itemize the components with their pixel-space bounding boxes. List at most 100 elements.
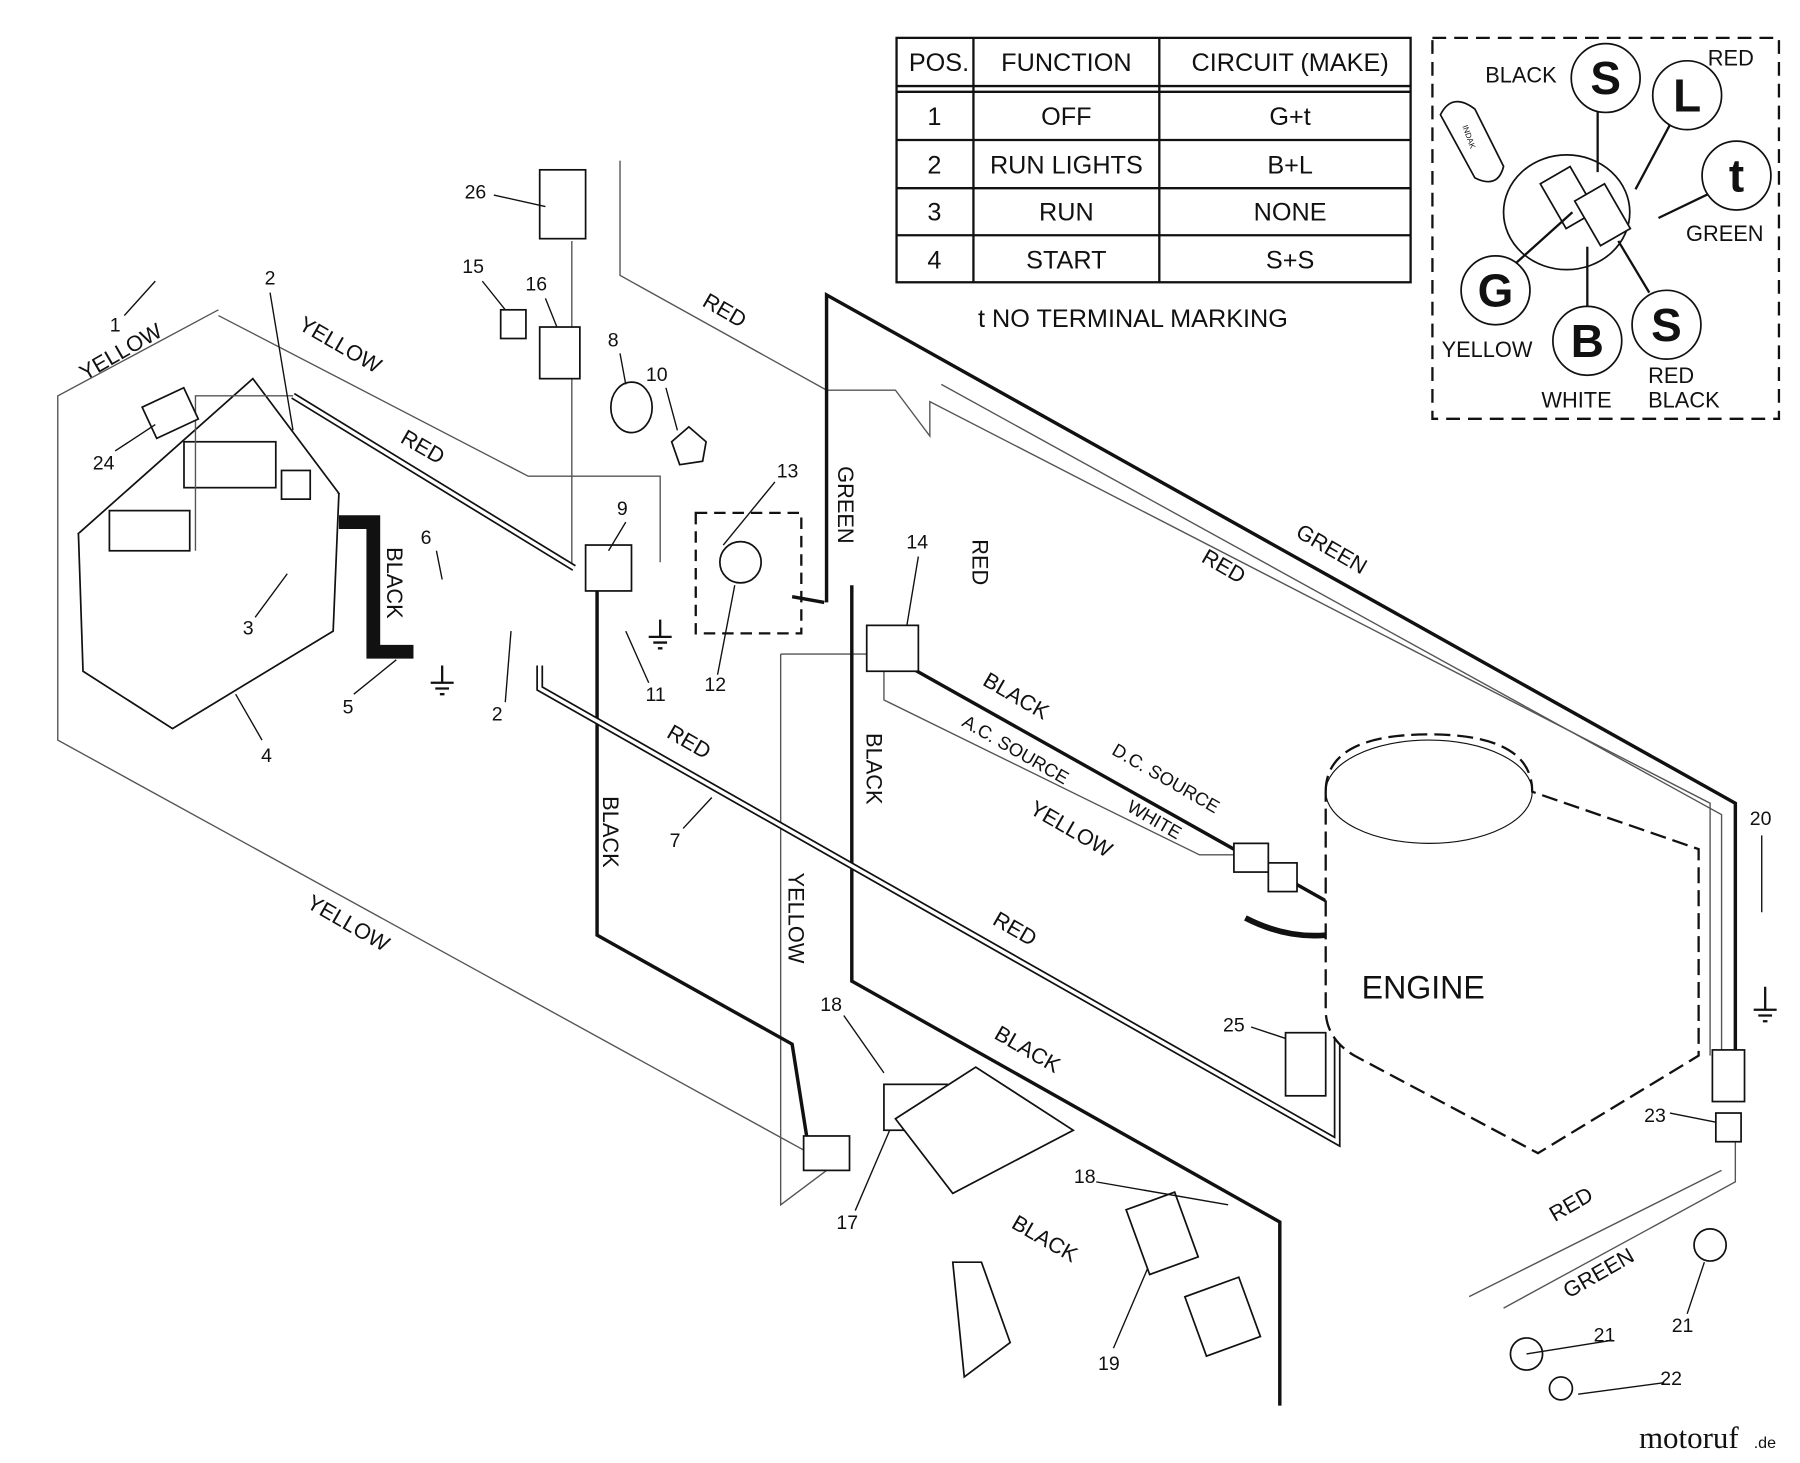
inset-label: GREEN	[1686, 221, 1764, 246]
connector-19	[1183, 1276, 1262, 1358]
callout: 8	[608, 330, 619, 352]
callout: 7	[670, 830, 681, 852]
inset-label: BLACK	[1485, 63, 1557, 88]
terminal-cover-24	[141, 386, 200, 440]
wire-label: YELLOW	[295, 311, 387, 378]
callout: 14	[906, 531, 928, 553]
watermark-suffix: .de	[1754, 1434, 1776, 1452]
header-function: FUNCTION	[1001, 49, 1131, 77]
header-pos: POS.	[909, 49, 969, 77]
wire-label: BLACK	[1008, 1210, 1083, 1268]
table-cell: 3	[927, 198, 941, 226]
bulb-22	[1548, 1376, 1574, 1401]
switch-function-table	[895, 36, 1412, 284]
terminal-l: L	[1673, 69, 1701, 121]
table-cell: RUN LIGHTS	[990, 151, 1143, 179]
callout: 6	[421, 527, 432, 549]
callout: 13	[777, 460, 799, 482]
leader-lines	[114, 194, 1763, 1395]
inset-label: WHITE	[1541, 387, 1611, 412]
watermark-logo: motoruf .de	[1639, 1420, 1776, 1455]
engine-label: ENGINE	[1362, 969, 1485, 1005]
callout: 22	[1660, 1368, 1682, 1390]
table-cell: NONE	[1254, 198, 1327, 226]
callout: 2	[265, 268, 276, 290]
callout: 10	[646, 364, 668, 386]
connector-dc	[1233, 842, 1270, 873]
table-cell: 4	[927, 247, 941, 275]
connector-dc2	[1267, 862, 1298, 893]
wire-label: D.C. SOURCE	[1109, 739, 1224, 817]
switch-19	[1125, 1191, 1200, 1276]
engine: ENGINE	[1324, 733, 1700, 1155]
callouts: 1 2 24 3 4 5 6 2 9 11 26 15 16 8 10 13 1…	[93, 182, 1772, 1390]
ignition-switch-inset: S L t G B S BLACK RED GREEN YELLOW WHITE…	[1431, 36, 1781, 420]
wire-label: YELLOW	[75, 318, 167, 385]
wire-label: BLACK	[598, 796, 623, 868]
wire-label: BLACK	[979, 667, 1054, 725]
ignition-switch-12	[694, 511, 803, 635]
callout: 2	[492, 704, 503, 726]
fuse-15	[499, 308, 527, 340]
callout: 17	[836, 1212, 858, 1234]
plug-26	[538, 168, 587, 240]
bezel-8	[609, 381, 654, 434]
connector-20	[1711, 1049, 1746, 1103]
callout: 11	[645, 684, 665, 706]
ground-symbols	[430, 619, 1777, 1023]
callout: 5	[343, 697, 354, 719]
table-cell: OFF	[1041, 103, 1091, 131]
callout: 19	[1098, 1353, 1120, 1375]
terminal-bolt	[280, 469, 312, 501]
wires	[57, 160, 1738, 1406]
terminal-b: B	[1571, 315, 1604, 367]
pedal-bracket	[951, 1261, 1012, 1379]
fuse-holder-16	[538, 326, 581, 380]
header-circuit: CIRCUIT (MAKE)	[1192, 49, 1389, 77]
watermark-main: motoruf	[1639, 1420, 1739, 1455]
nut-10	[670, 425, 708, 466]
key-icon	[1439, 100, 1505, 183]
wire-label: BLACK	[990, 1020, 1065, 1078]
table-cell: 2	[927, 151, 941, 179]
terminal-g: G	[1478, 264, 1514, 316]
bulb-socket-21b	[1693, 1228, 1728, 1262]
wire-label: RED	[663, 719, 715, 764]
battery	[77, 377, 341, 730]
table-cell: G+t	[1269, 103, 1310, 131]
connector-14	[865, 624, 920, 673]
callout: 20	[1750, 808, 1772, 830]
inset-label: RED	[1708, 45, 1754, 70]
callout: 26	[465, 182, 487, 204]
table-cell: START	[1026, 247, 1106, 275]
bracket	[894, 1066, 1075, 1195]
wire-label: YELLOW	[784, 873, 809, 964]
connector-seat	[802, 1135, 851, 1172]
table-cell: 1	[927, 103, 941, 131]
table-header: POS. FUNCTION CIRCUIT (MAKE)	[909, 49, 1389, 77]
callout: 9	[617, 498, 628, 520]
wire-label: GREEN	[1559, 1243, 1639, 1303]
callout: 18	[820, 994, 842, 1016]
wire-label: RED	[967, 539, 992, 585]
connector-23	[1714, 1112, 1742, 1143]
inset-label: YELLOW	[1442, 337, 1533, 362]
inset-label: BLACK	[1648, 387, 1720, 412]
callout: 1	[110, 315, 121, 337]
wire-label: RED	[1545, 1182, 1597, 1227]
callout: 24	[93, 452, 115, 474]
terminal-t: t	[1729, 150, 1744, 202]
callout: 16	[525, 273, 547, 295]
callout: 18	[1074, 1166, 1096, 1188]
callout: 12	[704, 674, 726, 696]
table-cell: S+S	[1266, 247, 1314, 275]
table-footnote: t NO TERMINAL MARKING	[978, 305, 1288, 333]
terminal-s: S	[1590, 52, 1621, 104]
callout: 23	[1644, 1105, 1666, 1127]
callout: 3	[243, 618, 254, 640]
wire-label: GREEN	[1292, 519, 1372, 579]
terminal-s2: S	[1651, 299, 1682, 351]
wire-label: YELLOW	[1026, 795, 1118, 862]
plug-25	[1284, 1031, 1327, 1097]
